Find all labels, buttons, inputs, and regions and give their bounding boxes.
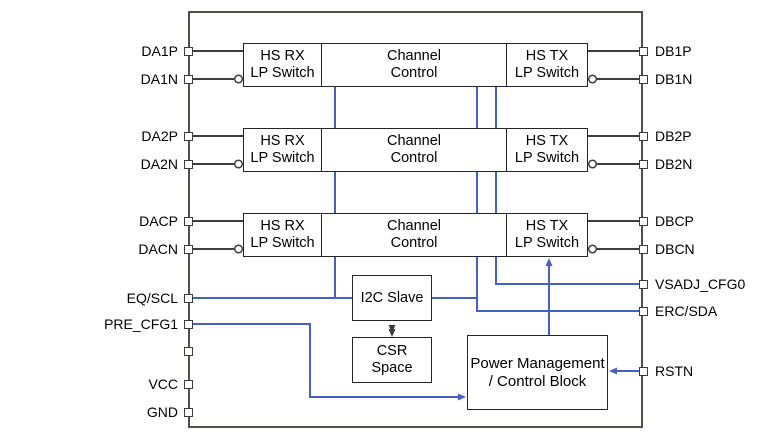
vsadj-cfg0-wire: [495, 257, 639, 285]
pre-cfg1-arrow-wire: [192, 323, 466, 401]
pin-label-gnd: GND: [146, 404, 178, 420]
pin-dbcn: [638, 244, 648, 254]
block-label: HS TX: [525, 48, 569, 64]
hs-tx-lp-switch-block: HS TX LP Switch: [507, 214, 587, 256]
pin-dbcp: [638, 216, 648, 226]
block-label: HS TX: [525, 218, 569, 234]
block-label: LP Switch: [514, 65, 580, 81]
erc-sda-wire: [476, 257, 639, 312]
hs-tx-lp-switch-block: HS TX LP Switch: [507, 129, 587, 171]
hs-rx-lp-switch-block: HS RX LP Switch: [244, 44, 322, 86]
block-label: HS RX: [260, 133, 305, 149]
pin-da1n: [183, 74, 193, 84]
pin-label-db2n: DB2N: [655, 156, 693, 172]
pin-da2n: [183, 159, 193, 169]
pin-label-da2n: DA2N: [140, 156, 178, 172]
pin-label-dbcp: DBCP: [655, 213, 694, 229]
pin-label-db1p: DB1P: [655, 43, 692, 59]
block-label: Space: [371, 360, 413, 376]
block-label: Channel: [386, 133, 441, 149]
channel-row-3: HS RX LP Switch Channel Control HS TX LP…: [243, 213, 588, 257]
pin-label-dbcn: DBCN: [655, 241, 695, 257]
hs-rx-lp-switch-block: HS RX LP Switch: [244, 214, 322, 256]
hs-rx-lp-switch-block: HS RX LP Switch: [244, 129, 322, 171]
rx-pin-wires: [192, 50, 243, 250]
block-label: I2C Slave: [360, 289, 424, 306]
pin-db1p: [638, 46, 648, 56]
block-label: Channel: [386, 218, 441, 234]
pin-label-eq-scl: EQ/SCL: [126, 290, 178, 306]
channel-control-block: Channel Control: [322, 214, 507, 256]
csr-space-block: CSR Space: [352, 337, 432, 383]
pin-label-vcc: VCC: [148, 376, 178, 392]
pin-da2p: [183, 131, 193, 141]
block-label: HS TX: [525, 133, 569, 149]
pin-label-da1p: DA1P: [141, 43, 178, 59]
pin-rstn: [638, 366, 648, 376]
pin-label-pre-cfg1: PRE_CFG1: [104, 316, 178, 332]
pin-label-dacn: DACN: [138, 241, 178, 257]
block-label: Control: [390, 150, 438, 166]
pin-label-rstn: RSTN: [655, 363, 694, 379]
channel-row-1: HS RX LP Switch Channel Control HS TX LP…: [243, 43, 588, 87]
pin-vcc: [183, 379, 193, 389]
block-label: LP Switch: [514, 150, 580, 166]
pin-dacn: [183, 244, 193, 254]
channel-control-block: Channel Control: [322, 129, 507, 171]
block-label: LP Switch: [250, 150, 315, 166]
pin-dacp: [183, 216, 193, 226]
block-label: LP Switch: [514, 235, 580, 251]
pin-label-da1n: DA1N: [140, 71, 178, 87]
block-label: Control: [390, 235, 438, 251]
channel-control-bus-wires: [334, 87, 497, 298]
pin-gnd: [183, 407, 193, 417]
block-label: Control: [390, 65, 438, 81]
block-label: HS RX: [260, 48, 305, 64]
i2c-slave-block: I2C Slave: [352, 275, 432, 321]
hs-tx-lp-switch-block: HS TX LP Switch: [507, 44, 587, 86]
channel-control-block: Channel Control: [322, 44, 507, 86]
pin-db2n: [638, 159, 648, 169]
pin-vsadj-cfg0: [638, 279, 648, 289]
pin-label-db2p: DB2P: [655, 128, 692, 144]
power-management-control-block: Power Management / Control Block: [467, 335, 608, 410]
tx-pin-wires: [588, 50, 639, 250]
channel-row-2: HS RX LP Switch Channel Control HS TX LP…: [243, 128, 588, 172]
block-label: HS RX: [260, 218, 305, 234]
pin-label-da2p: DA2P: [141, 128, 178, 144]
block-label: LP Switch: [250, 235, 315, 251]
pin-erc-sda: [638, 306, 648, 316]
pin-label-db1n: DB1N: [655, 71, 693, 87]
pin-db2p: [638, 131, 648, 141]
block-label: Channel: [386, 48, 441, 64]
block-label: CSR: [376, 343, 408, 359]
pin-da1p: [183, 46, 193, 56]
block-label: LP Switch: [250, 65, 315, 81]
pin-eq-scl: [183, 293, 193, 303]
block-label: / Control Block: [488, 372, 587, 390]
pin-label-dacp: DACP: [139, 213, 178, 229]
block-label: Power Management: [470, 354, 605, 372]
inversion-bubble-icons: [233, 74, 598, 254]
pin-unlabeled: [183, 346, 193, 356]
pin-db1n: [638, 74, 648, 84]
pin-label-vsadj-cfg0: VSADJ_CFG0: [655, 276, 746, 292]
pin-label-erc-sda: ERC/SDA: [655, 303, 718, 319]
pin-pre-cfg1: [183, 319, 193, 329]
